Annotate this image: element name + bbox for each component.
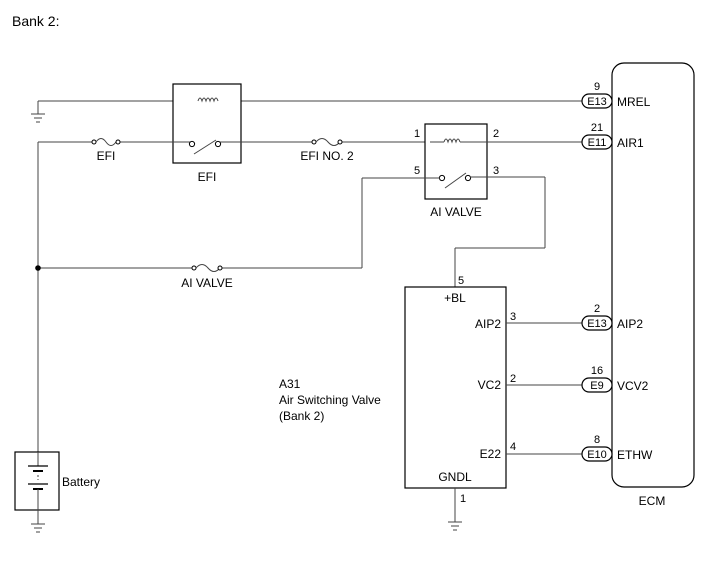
ecm-label: ECM [639, 494, 666, 508]
ai-valve-relay: 1 2 5 3 AI VALVE [414, 123, 582, 219]
battery-label: Battery [62, 475, 100, 489]
ecm-terminal-mrel: 9 E13 MREL [581, 81, 651, 109]
fuse-efi-no2: EFI NO. 2 [300, 138, 354, 163]
ecm-terminal-connector: E13 [587, 96, 607, 108]
asv-pin-bl: +BL [444, 291, 466, 305]
ecm-terminal-name: AIP2 [617, 317, 643, 331]
ecm-terminal-connector: E10 [587, 449, 607, 461]
fuse-efi-label: EFI [97, 149, 116, 163]
ground-symbol-battery [31, 510, 45, 533]
ai-valve-relay-coil-icon [443, 138, 461, 144]
fuse-ai-valve-label: AI VALVE [181, 276, 233, 290]
asv-name-line2: (Bank 2) [279, 409, 324, 423]
ground-symbol-mrel [31, 101, 45, 123]
ai-valve-relay-pin-1: 1 [414, 128, 420, 140]
ecm-terminal-name: MREL [617, 95, 651, 109]
wire-ai-valve-to-bl [454, 176, 546, 287]
fuse-ai-valve: AI VALVE [181, 264, 233, 290]
ecm-terminal-aip2: 2 E13 AIP2 [581, 303, 643, 331]
wire-asv-to-ecm [506, 322, 582, 455]
ecm-terminal-air1: 21 E11 AIR1 [581, 122, 644, 150]
asv-code: A31 [279, 377, 301, 391]
wire-efi-feed [37, 141, 430, 452]
air-switching-valve-caption: A31 Air Switching Valve (Bank 2) [279, 377, 381, 423]
asv-pin-gndl: GNDL [438, 470, 472, 484]
ecm-terminal-pin: 21 [591, 122, 603, 134]
ecm-terminal-connector: E13 [587, 318, 607, 330]
fuse-efi-no2-label: EFI NO. 2 [300, 149, 354, 163]
ai-valve-relay-switch-icon [444, 172, 467, 189]
ecm-terminal-name: VCV2 [617, 379, 649, 393]
efi-relay-coil-icon [197, 97, 219, 103]
battery: Battery [14, 451, 100, 511]
ecm-terminal-pin: 8 [594, 434, 600, 446]
asv-pin-aip2-number: 3 [510, 311, 516, 323]
asv-pin-vc2: VC2 [478, 378, 502, 392]
efi-relay: EFI [172, 83, 242, 184]
ecm-terminal-connector: E11 [588, 137, 607, 149]
asv-pin-gndl-number: 1 [460, 493, 466, 505]
ai-valve-relay-pin-5: 5 [414, 165, 420, 177]
ai-valve-relay-label: AI VALVE [430, 205, 482, 219]
ecm-terminal-name: ETHW [617, 448, 653, 462]
ecm-terminal-vcv2: 16 E9 VCV2 [581, 365, 649, 393]
ecm-terminal-ethw: 8 E10 ETHW [581, 434, 653, 462]
ecm-terminal-name: AIR1 [617, 136, 644, 150]
wire-ai-valve-feed [35, 177, 440, 271]
asv-pin-e22: E22 [480, 447, 502, 461]
efi-relay-label: EFI [198, 170, 217, 184]
air-switching-valve: 5 +BL AIP2 3 VC2 2 E22 4 GNDL 1 [404, 275, 516, 505]
ai-valve-relay-pin-3: 3 [493, 165, 499, 177]
fuse-efi: EFI [91, 138, 121, 163]
asv-pin-e22-number: 4 [510, 441, 516, 453]
ground-symbol-gndl [448, 488, 462, 531]
ecm-terminal-pin: 9 [594, 81, 600, 93]
asv-pin-aip2: AIP2 [475, 317, 501, 331]
ecm-terminal-pin: 16 [591, 365, 603, 377]
ecm-terminal-pin: 2 [594, 303, 600, 315]
efi-relay-switch-icon [193, 139, 217, 155]
ecm-terminal-connector: E9 [590, 380, 603, 392]
diagram-title: Bank 2: [12, 13, 59, 29]
ai-valve-relay-pin-2: 2 [493, 128, 499, 140]
asv-pin-vc2-number: 2 [510, 373, 516, 385]
ecm: ECM [611, 62, 695, 508]
asv-name-line1: Air Switching Valve [279, 393, 381, 407]
asv-pin-bl-number: 5 [458, 275, 464, 287]
